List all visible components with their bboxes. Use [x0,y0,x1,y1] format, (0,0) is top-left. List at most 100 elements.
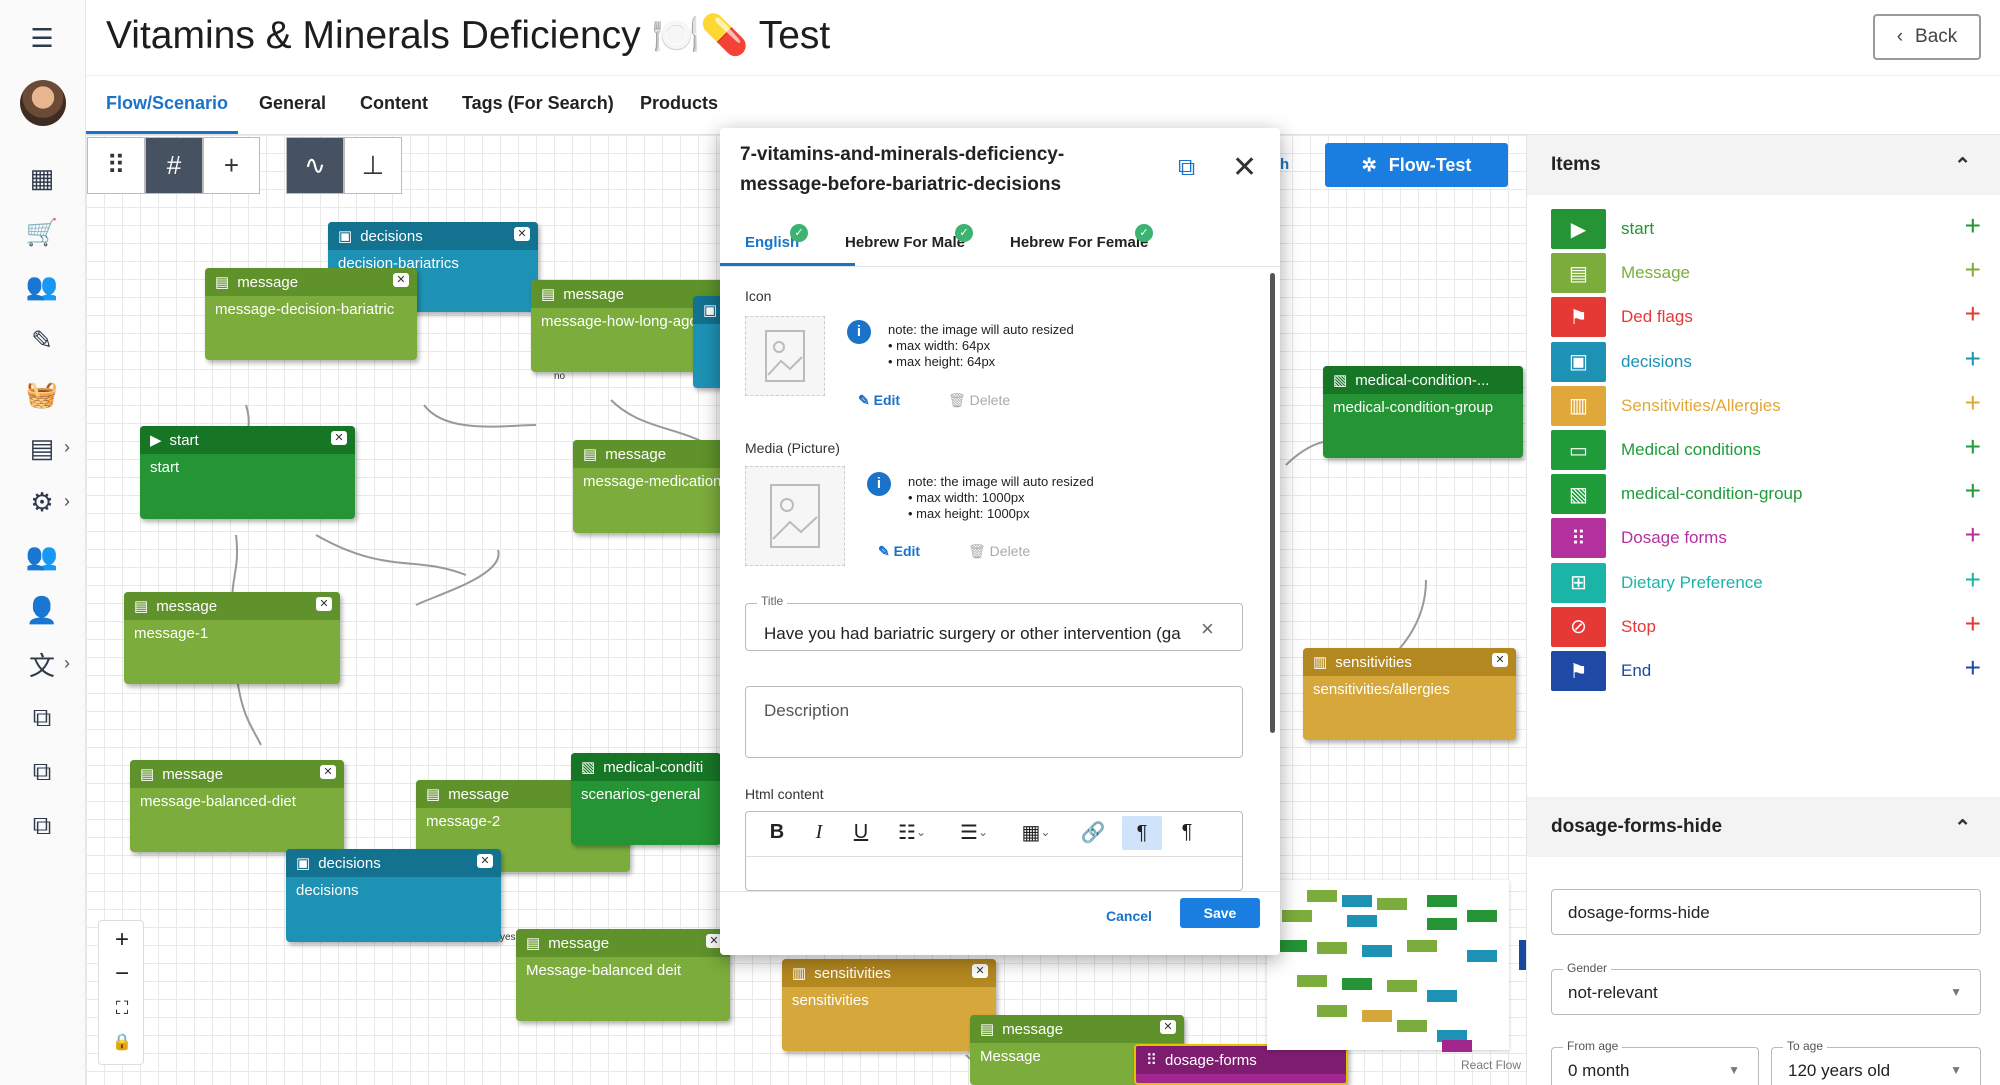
node-name-input[interactable]: dosage-forms-hide [1551,889,1981,935]
user-settings-icon[interactable]: 👤 [25,594,59,625]
flow-node-sensitivities[interactable]: ▥sensitivities sensitivities/allergies ✕ [1303,648,1516,740]
avatar[interactable] [20,80,66,126]
items-panel-header[interactable]: Items ⌃ [1527,135,2000,195]
flow-node-message[interactable]: ▤message message-1 ✕ [124,592,340,684]
add-item-icon[interactable]: + [1964,342,1981,374]
bullet-list-icon[interactable]: ☰⌄ [960,821,988,844]
to-age-select[interactable]: 120 years old ▼ [1771,1047,1981,1085]
tab-products[interactable]: Products [640,93,719,113]
dots-grid-button[interactable]: ⠿ [87,137,145,194]
add-item-icon[interactable]: + [1964,652,1981,683]
chevron-right-icon[interactable]: › [64,491,70,511]
from-age-select[interactable]: 0 month ▼ [1551,1047,1759,1085]
tab-tags[interactable]: Tags (For Search) [462,93,614,113]
tab-flow-scenario[interactable]: Flow/Scenario [106,93,229,113]
basket-icon[interactable]: 🧺 [25,378,59,409]
node-panel-header[interactable]: dosage-forms-hide ⌃ [1527,797,2000,857]
step-edge-button[interactable]: ⊥ [344,137,402,194]
description-input[interactable]: Description [745,686,1243,758]
settings-icon[interactable]: ⚙ [30,486,54,517]
item-stop[interactable]: ⊘Stop+ [1551,606,1981,653]
flow-node-message[interactable]: ▤message message-how-long-ago [531,280,726,372]
flow-node-message[interactable]: ▤message message-balanced-diet ✕ [130,760,344,852]
dashboard-icon[interactable]: ▦ [29,162,55,193]
save-button[interactable]: Save [1180,898,1260,928]
delete-node-icon[interactable]: ✕ [331,431,347,445]
chevron-right-icon[interactable]: › [64,653,70,673]
edit-icon[interactable]: ✎ [31,324,53,355]
code-box-icon[interactable]: ⧉ [32,756,52,786]
add-item-icon[interactable]: + [1964,210,1981,241]
flow-node-decisions[interactable]: ▣decisions decisions ✕ [286,849,501,942]
tab-hebrew-male[interactable]: Hebrew For Male [845,234,966,251]
delete-node-icon[interactable]: ✕ [477,854,493,868]
fit-view-icon[interactable]: ⛶ [115,997,129,1018]
delete-node-icon[interactable]: ✕ [393,273,409,287]
media-delete-button[interactable]: 🗑 Delete [968,543,1030,560]
zoom-out-icon[interactable]: − [114,960,129,987]
chevron-right-icon[interactable]: › [64,437,70,457]
item-start[interactable]: ▶start+ [1551,209,1981,255]
rtl-icon[interactable]: ¶ [1181,820,1193,843]
tab-content[interactable]: Content [360,93,428,113]
minimap[interactable] [1267,880,1509,1052]
back-button[interactable]: ‹ Back [1873,14,1981,60]
dialog-scrollbar[interactable] [1270,273,1275,733]
add-node-button[interactable]: + [203,137,260,194]
flow-node-message[interactable]: ▤message Message-balanced deit ✕ [516,929,730,1021]
item-message[interactable]: ▤Message+ [1551,253,1981,299]
add-item-icon[interactable]: + [1964,563,1981,595]
code-box-icon[interactable]: ⧉ [32,810,52,840]
add-item-icon[interactable]: + [1964,431,1981,462]
people-icon[interactable]: 👥 [25,540,59,571]
delete-node-icon[interactable]: ✕ [320,765,336,779]
copy-icon[interactable]: ⧉ [1178,154,1196,181]
add-item-icon[interactable]: + [1964,519,1981,551]
cancel-button[interactable]: Cancel [1106,908,1152,924]
add-item-icon[interactable]: + [1964,607,1981,639]
bezier-edge-button[interactable]: ∿ [286,137,344,194]
add-item-icon[interactable]: + [1964,475,1981,507]
grid-toggle-button[interactable]: # [145,137,203,194]
flow-node-decisions[interactable]: ▣decisions decision-bariatrics ✕ [328,222,538,312]
item-decisions[interactable]: ▣decisions+ [1551,341,1981,388]
item-medical-conditions[interactable]: ▭Medical conditions+ [1551,430,1981,476]
title-input[interactable]: Have you had bariatric surgery or other … [745,603,1243,651]
html-editor[interactable]: B I U ☷⌄ ☰⌄ ▦⌄ 🔗 ¶ ¶ [745,811,1243,891]
delete-node-icon[interactable]: ✕ [316,597,332,611]
flow-node-medical-condition[interactable]: ▧medical-conditi scenarios-general [571,753,721,845]
item-sensitivities-allergies[interactable]: ▥Sensitivities/Allergies+ [1551,385,1981,432]
add-item-icon[interactable]: + [1964,298,1981,330]
tab-english[interactable]: English [745,234,800,251]
item-dosage-forms[interactable]: ⠿Dosage forms+ [1551,518,1981,564]
bold-icon[interactable]: B [769,820,785,843]
clear-icon[interactable]: × [1201,616,1214,641]
italic-icon[interactable]: I [815,820,823,843]
code-box-icon[interactable]: ⧉ [32,702,52,732]
lock-icon[interactable]: 🔒 [112,1034,132,1051]
icon-delete-button[interactable]: 🗑 Delete [948,392,1010,409]
media-edit-button[interactable]: ✎ Edit [878,543,920,560]
flow-node-start[interactable]: ▶start start ✕ [140,426,355,519]
icon-edit-button[interactable]: ✎ Edit [858,392,900,409]
flow-node-sensitivities[interactable]: ▥sensitivities sensitivities ✕ [782,959,996,1051]
add-item-icon[interactable]: + [1964,386,1981,418]
item-end[interactable]: ⚑End+ [1551,651,1981,697]
flow-node-message[interactable]: ▤message message-medication [573,440,723,533]
delete-node-icon[interactable]: ✕ [706,934,722,948]
delete-node-icon[interactable]: ✕ [972,964,988,978]
table-icon[interactable]: ▦⌄ [1021,821,1051,844]
translate-icon[interactable]: 文 [28,650,55,681]
flow-node-medical-condition-group[interactable]: ▧medical-condition-... medical-condition… [1323,366,1523,458]
flow-test-button[interactable]: ✲ Flow-Test [1325,143,1508,187]
chevron-up-icon[interactable]: ⌃ [1954,154,1971,177]
link-icon[interactable]: 🔗 [1080,821,1106,844]
flow-node-decisions[interactable]: ▣ [693,296,723,388]
chevron-up-icon[interactable]: ⌃ [1954,816,1971,839]
zoom-in-icon[interactable]: + [114,926,129,953]
cart-icon[interactable]: 🛒 [25,216,59,247]
ltr-icon[interactable]: ¶ [1122,816,1162,850]
groups-icon[interactable]: 👥 [25,270,59,301]
menu-icon[interactable]: ☰ [30,22,54,53]
numbered-list-icon[interactable]: ☷⌄ [898,821,926,844]
